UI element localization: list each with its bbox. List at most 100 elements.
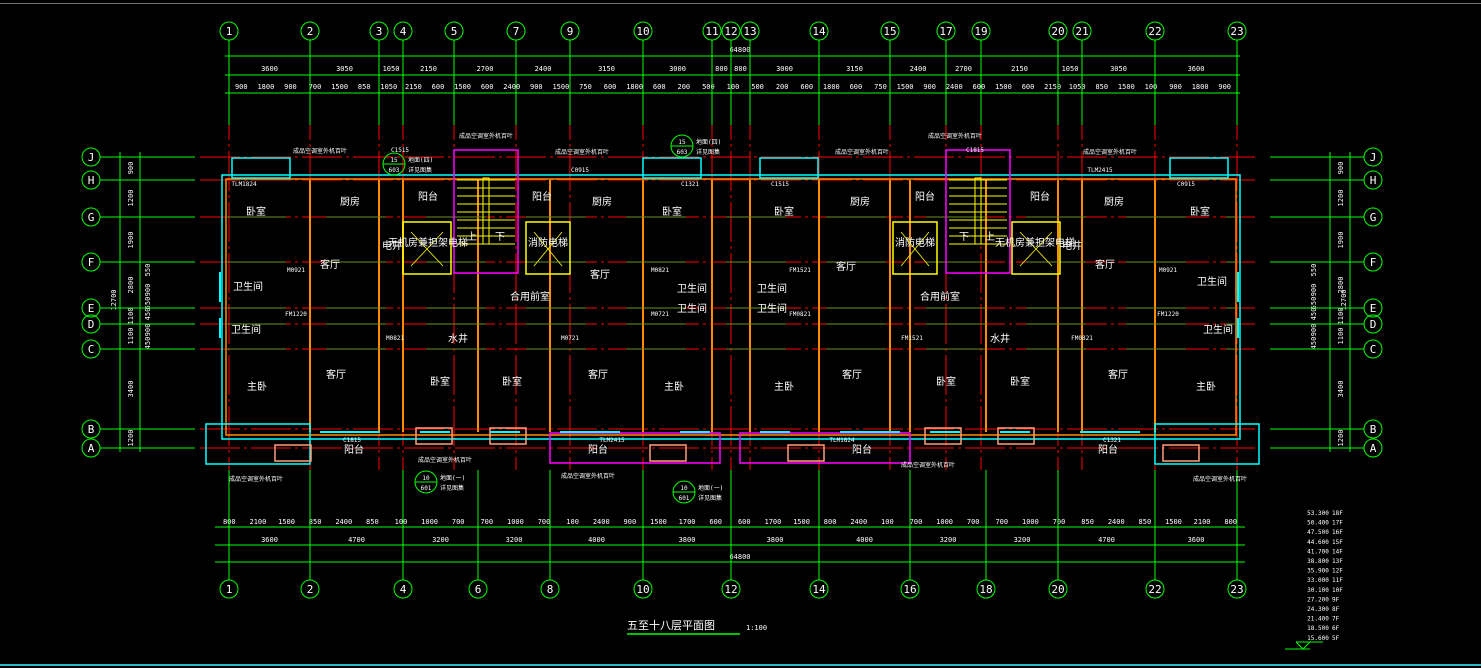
- room-label-electrical-shaft: 电井: [382, 239, 402, 252]
- dimension-value: 1800: [257, 83, 274, 91]
- axis-top-4-circle: [393, 21, 413, 41]
- axis-bottom-8: 8: [547, 583, 554, 596]
- ac-condenser-note: 成品空调室外机百叶: [1193, 475, 1247, 483]
- door-tag: M0721: [561, 335, 579, 342]
- axis-left-B-circle: [81, 419, 101, 439]
- balcony-south-2: [549, 432, 721, 464]
- axis-top-23: 23: [1230, 25, 1243, 38]
- room-label-electrical-shaft: 电井: [1062, 239, 1082, 252]
- room-label-balcony: 阳台: [418, 190, 438, 203]
- dimension-value: 850: [1139, 518, 1152, 526]
- dimension-value: 900: [127, 162, 135, 175]
- axis-top-22: 22: [1148, 25, 1161, 38]
- room-label-bedroom: 卧室: [430, 375, 450, 388]
- elevation-symbol-triangle: [1295, 641, 1311, 650]
- dimension-value: 1100: [127, 308, 135, 325]
- ac-condenser-note: 成品空调室外机百叶: [901, 461, 955, 469]
- axis-bottom-18: 18: [979, 583, 992, 596]
- detail-ref-text1: 地面(四): [696, 138, 721, 146]
- dimension-value: 1000: [507, 518, 524, 526]
- axis-top-11-circle: [702, 21, 722, 41]
- balcony-south-1: [205, 423, 311, 465]
- axis-bottom-14-circle: [809, 579, 829, 599]
- axis-bottom-18-circle: [976, 579, 996, 599]
- elevation-value: 35.900: [1307, 568, 1329, 575]
- floor-label: 10F: [1332, 587, 1343, 594]
- dimension-value: 600: [709, 518, 722, 526]
- dimension-value: 1100: [127, 328, 135, 345]
- elevator-x: [533, 231, 563, 267]
- dimension-value: 700: [1053, 518, 1066, 526]
- axis-top-13: 13: [743, 25, 756, 38]
- floor-label: 5F: [1332, 635, 1340, 642]
- dimension-value: 1100: [1337, 328, 1345, 345]
- detail-ref-text2: 详见图集: [698, 494, 722, 502]
- dimension-value: 1500: [650, 518, 667, 526]
- axis-top-2-circle: [300, 21, 320, 41]
- dimension-value: 1200: [1337, 430, 1345, 447]
- axis-top-21: 21: [1075, 25, 1088, 38]
- ac-platform-5: [274, 444, 312, 462]
- dimension-value: 1200: [127, 190, 135, 207]
- dimension-value: 450: [144, 308, 152, 321]
- axis-bottom-16-circle: [900, 579, 920, 599]
- axis-right-J: J: [1370, 151, 1377, 164]
- axis-bottom-10: 10: [636, 583, 649, 596]
- dimension-value: 900: [1169, 83, 1182, 91]
- dimension-value: 550: [144, 297, 152, 310]
- window-tag: C1815: [966, 147, 984, 154]
- dimension-value: 800: [715, 65, 728, 73]
- axis-top-7-circle: [506, 21, 526, 41]
- floor-label: 7F: [1332, 616, 1340, 623]
- dimension-value: 600: [1022, 83, 1035, 91]
- dimension-value: 3200: [506, 536, 523, 544]
- dimension-value: 200: [776, 83, 789, 91]
- dimension-value: 700: [910, 518, 923, 526]
- floor-label: 6F: [1332, 625, 1340, 632]
- axis-top-13-circle: [740, 21, 760, 41]
- dimension-value: 900: [1310, 284, 1318, 297]
- dimension-value: 3150: [846, 65, 863, 73]
- dimension-value: 1500: [1165, 518, 1182, 526]
- dimension-value: 3600: [1188, 65, 1205, 73]
- axis-bottom-4: 4: [400, 583, 407, 596]
- dimension-value: 1900: [127, 232, 135, 249]
- dimension-value: 1050: [1062, 65, 1079, 73]
- dimension-value: 900: [923, 83, 936, 91]
- floor-label: 15F: [1332, 539, 1343, 546]
- window-tag: TLM2415: [1087, 167, 1113, 174]
- dimension-value: 850: [309, 518, 322, 526]
- window-tag: C1515: [771, 181, 789, 188]
- dimension-value: 900: [1218, 83, 1231, 91]
- axis-right-H: H: [1370, 174, 1377, 187]
- room-label-bedroom: 卧室: [502, 375, 522, 388]
- door-tag: M0821: [651, 267, 669, 274]
- ac-platform-3: [924, 427, 962, 445]
- dimension-value: 3000: [776, 65, 793, 73]
- axis-left-G: G: [88, 211, 95, 224]
- room-label-stair-down: 下: [959, 232, 969, 243]
- axis-bottom-22: 22: [1148, 583, 1161, 596]
- annotations: 成品空调室外机百叶成品空调室外机百叶成品空调室外机百叶成品空调室外机百叶成品空调…: [229, 132, 1247, 504]
- elevator-shaft-1: [402, 221, 452, 275]
- dimension-value: 2400: [535, 65, 552, 73]
- stair-handrail: [974, 177, 982, 245]
- dimension-value: 800: [1224, 518, 1237, 526]
- dimension-value: 850: [366, 518, 379, 526]
- axis-bottom-20-circle: [1048, 579, 1068, 599]
- axis-bottom-23-circle: [1227, 579, 1247, 599]
- ac-condenser-note: 成品空调室外机百叶: [561, 472, 615, 480]
- dimension-value: 12700: [1340, 289, 1348, 310]
- dimension-value: 2400: [910, 65, 927, 73]
- axis-right-B: B: [1370, 423, 1377, 436]
- elevator-x: [410, 231, 444, 267]
- room-label-fire-elevator: 消防电梯: [528, 236, 568, 249]
- dimension-value: 1000: [936, 518, 953, 526]
- axis-top-10-circle: [633, 21, 653, 41]
- ac-condenser-note: 成品空调室外机百叶: [459, 132, 513, 140]
- dimension-value: 3600: [261, 65, 278, 73]
- axis-right-F-circle: [1363, 252, 1383, 272]
- elevation-value: 47.500: [1307, 529, 1329, 536]
